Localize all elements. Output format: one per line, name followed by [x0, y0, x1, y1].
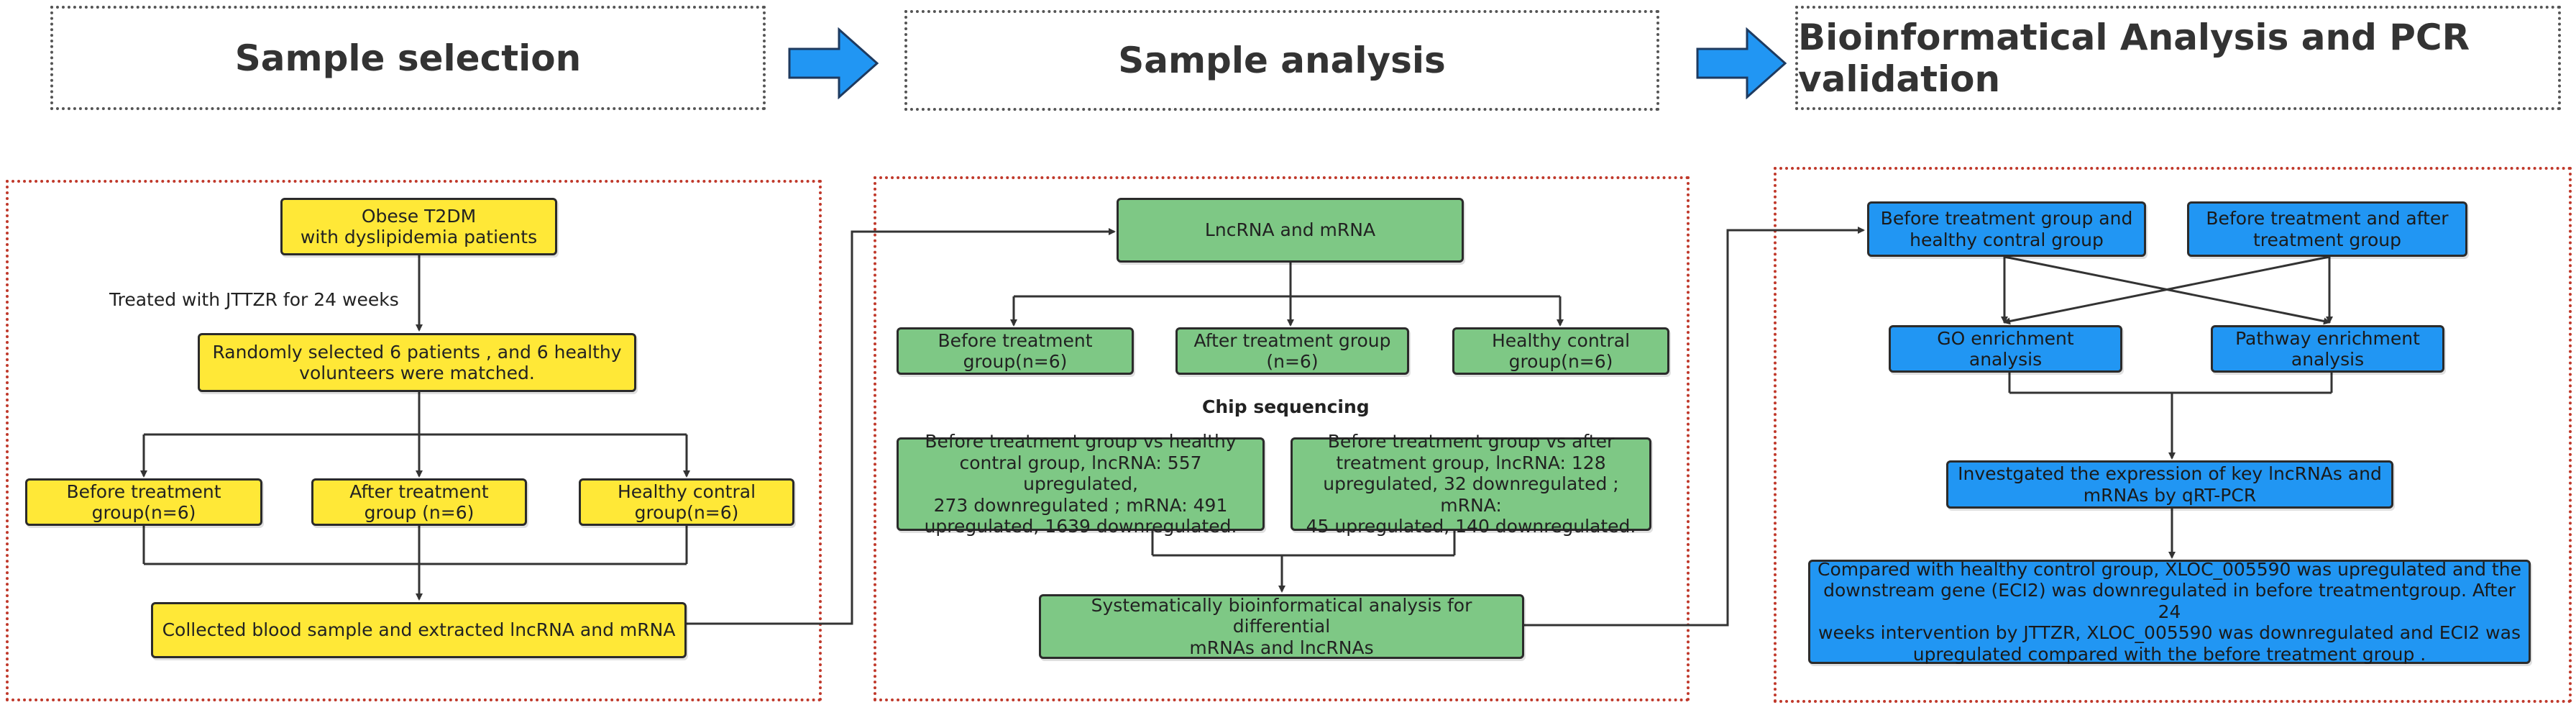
- header-bioinformatical-text: Bioinformatical Analysis and PCR validat…: [1798, 16, 2470, 100]
- node-random-line1: Randomly selected 6 patients , and 6 hea…: [212, 341, 622, 363]
- node-analysis-after-group: After treatment group(n=6): [1175, 327, 1409, 375]
- node-collected-blood-sample: Collected blood sample and extracted lnc…: [151, 602, 687, 658]
- node-vs-after-results: Before treatment group vs after treatmen…: [1291, 431, 1651, 537]
- node-vs-healthy-line1: Before treatment group vs healthy: [925, 431, 1237, 452]
- header-sample-selection: Sample selection: [50, 6, 766, 110]
- node-compared-line2: downstream gene (ECI2) was downregulated…: [1823, 580, 2516, 622]
- node-vs-after-line1: Before treatment group vs after: [1327, 431, 1615, 452]
- right-arrow-icon: [788, 27, 879, 99]
- node-pathway-line2: analysis: [2291, 349, 2365, 370]
- node-a-healthy-line1: Healthy contral: [1491, 329, 1631, 351]
- node-investigated-qrt-pcr: Investgated the expression of key lncRNA…: [1946, 460, 2393, 509]
- node-a-after-line2: (n=6): [1266, 351, 1319, 372]
- node-random-selection: Randomly selected 6 patients , and 6 hea…: [198, 333, 636, 392]
- node-pathway-line1: Pathway enrichment: [2235, 327, 2420, 349]
- node-lncrna-mrna: LncRNA and mRNA: [1117, 198, 1464, 263]
- node-systematic-line2: mRNAs and lncRNAs: [1189, 637, 1374, 658]
- panel-sample-selection: [6, 180, 822, 701]
- node-vs-after-line3: upregulated, 32 downregulated ; mRNA:: [1323, 473, 1619, 516]
- node-ba-line2: treatment group: [2253, 229, 2401, 250]
- node-compared-line1: Compared with healthy control group, XLO…: [1818, 558, 2521, 580]
- node-investigated-line2: mRNAs by qRT-PCR: [2083, 484, 2257, 506]
- node-obese-line1: Obese T2DM: [361, 205, 477, 227]
- node-before-line1: Before treatment: [66, 481, 221, 502]
- header-bioinformatical: Bioinformatical Analysis and PCR validat…: [1795, 6, 2561, 110]
- node-systematic-line1: Systematically bioinformatical analysis …: [1091, 594, 1472, 637]
- node-random-line2: volunteers were matched.: [299, 363, 535, 383]
- node-obese-line2: with dyslipidemia patients: [300, 227, 538, 247]
- node-compared-line4: upregulated compared with the before tre…: [1912, 643, 2426, 665]
- node-systematic-analysis: Systematically bioinformatical analysis …: [1039, 594, 1524, 659]
- node-healthy-line1: Healthy contral: [617, 481, 756, 502]
- node-vs-healthy-results: Before treatment group vs healthy contra…: [897, 431, 1265, 537]
- node-healthy-line2: group(n=6): [634, 502, 739, 523]
- right-arrow-icon: [1696, 27, 1787, 99]
- node-vs-after-line2: treatment group, lncRNA: 128: [1336, 452, 1606, 473]
- node-compared-results: Compared with healthy control group, XLO…: [1808, 558, 2531, 665]
- node-go-text: GO enrichment analysis: [1937, 327, 2074, 370]
- node-a-before-line1: Before treatment: [938, 329, 1093, 351]
- node-vs-healthy-line3: 273 downregulated ; mRNA: 491: [933, 494, 1228, 516]
- panel-bioinformatical: [1774, 167, 2572, 703]
- node-collected-text: Collected blood sample and extracted lnc…: [162, 619, 676, 641]
- node-a-after-line1: After treatment group: [1193, 329, 1391, 351]
- header-sample-selection-text: Sample selection: [234, 37, 582, 79]
- node-before-line2: group(n=6): [91, 502, 196, 523]
- node-after-line1: After treatment: [349, 481, 489, 502]
- node-after-line2: group (n=6): [364, 502, 475, 523]
- node-vs-after-line4: 45 upregulated, 140 downregulated.: [1306, 516, 1636, 537]
- node-vs-healthy-line2: contral group, lncRNA: 557 upregulated,: [959, 452, 1202, 495]
- node-investigated-line1: Investgated the expression of key lncRNA…: [1958, 463, 2382, 484]
- node-a-healthy-line2: group(n=6): [1508, 351, 1613, 372]
- node-compared-line3: weeks intervention by JTTZR, XLOC_005590…: [1818, 622, 2521, 644]
- node-lncrna-mrna-text: LncRNA and mRNA: [1204, 219, 1376, 241]
- header-sample-analysis: Sample analysis: [904, 10, 1659, 111]
- header-sample-analysis-text: Sample analysis: [1118, 40, 1446, 81]
- panel-sample-analysis: [874, 176, 1690, 701]
- node-bh-line2: healthy contral group: [1910, 229, 2104, 250]
- node-go-enrichment: GO enrichment analysis: [1889, 325, 2122, 373]
- node-vs-healthy-line4: upregulated, 1639 downregulated.: [924, 516, 1237, 537]
- node-a-before-line2: group(n=6): [963, 351, 1068, 372]
- label-chip-sequencing: Chip sequencing: [1202, 396, 1370, 417]
- node-bh-line1: Before treatment group and: [1880, 208, 2133, 229]
- node-ba-line1: Before treatment and after: [2206, 208, 2449, 229]
- label-treated-jttzr: Treated with JTTZR for 24 weeks: [109, 289, 399, 310]
